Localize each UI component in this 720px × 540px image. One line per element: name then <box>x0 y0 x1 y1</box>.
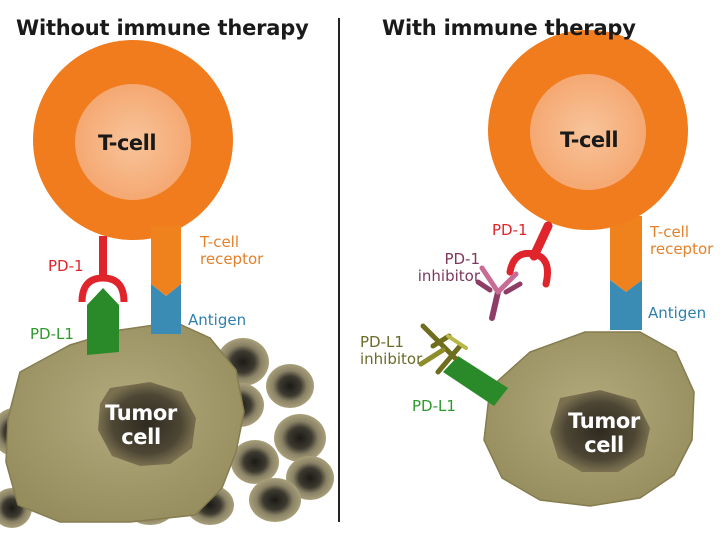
tumor-label-right: Tumor cell <box>556 409 652 457</box>
pd1-inhibitor-antibody <box>475 265 523 321</box>
pdl1-label-left: PD-L1 <box>30 325 74 343</box>
pd1-label-left: PD-1 <box>48 257 84 275</box>
tumor-nucleus-right <box>550 390 650 472</box>
tcell-receptor-label-right: T-cell receptor <box>650 224 713 258</box>
pd1-inhibitor-label: PD-1 inhibitor <box>404 251 480 285</box>
pd1-inhibitor-label-line1: PD-1 <box>444 250 480 268</box>
tcell-receptor-left <box>151 226 181 296</box>
pdl1-left <box>87 288 119 355</box>
tcell-right-inner <box>530 74 646 190</box>
tcell-label-right: T-cell <box>560 128 619 152</box>
pdl1-right <box>443 356 508 406</box>
pd1-label-right: PD-1 <box>492 221 528 239</box>
tumor-label-left-line1: Tumor <box>105 401 177 425</box>
tcell-receptor-label-right-line1: T-cell <box>650 223 690 241</box>
tumor-label-right-line1: Tumor <box>568 409 640 433</box>
pd1-receptor-left <box>78 236 128 303</box>
pdl1-inhibitor-label: PD-L1 inhibitor <box>360 334 422 368</box>
pdl1-label-right: PD-L1 <box>412 397 456 415</box>
pdl1-inhibitor-label-line2: inhibitor <box>360 350 423 368</box>
pd1-receptor-right <box>506 221 553 288</box>
tumor-nucleus-left <box>98 382 196 466</box>
pdl1-inhibitor-label-line1: PD-L1 <box>360 333 404 351</box>
antigen-label-right: Antigen <box>648 304 707 322</box>
panel-title-right: With immune therapy <box>382 16 636 40</box>
pd1-inhibitor-label-line2: inhibitor <box>417 267 480 285</box>
tcell-receptor-label-left: T-cell receptor <box>200 234 263 268</box>
tcell-receptor-label-right-line2: receptor <box>650 240 714 258</box>
panel-title-left: Without immune therapy <box>16 16 309 40</box>
tcell-left-inner <box>75 84 191 200</box>
tcell-receptor-label-left-line2: receptor <box>200 250 264 268</box>
tcell-receptor-right <box>610 216 642 292</box>
tumor-label-left-line2: cell <box>121 425 161 449</box>
antigen-right <box>610 280 642 330</box>
antigen-label-left: Antigen <box>188 311 247 329</box>
tumor-label-left: Tumor cell <box>94 401 188 449</box>
pdl1-inhibitor-antibody <box>418 323 468 375</box>
antigen-left <box>151 284 181 334</box>
tcell-label-left: T-cell <box>98 131 157 155</box>
tcell-receptor-label-left-line1: T-cell <box>200 233 240 251</box>
tumor-label-right-line2: cell <box>584 433 624 457</box>
